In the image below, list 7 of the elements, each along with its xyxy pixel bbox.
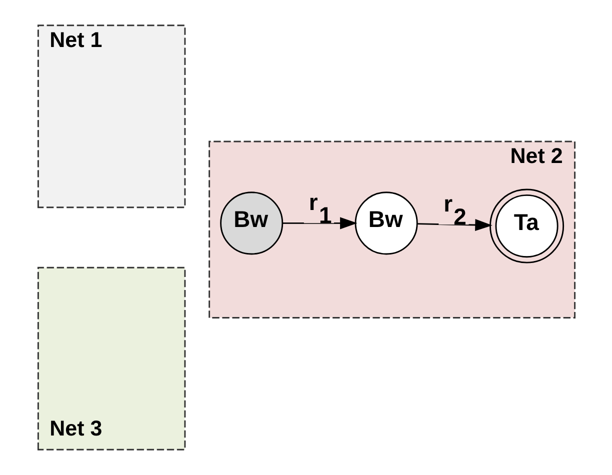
arrow — [417, 218, 492, 232]
node-circle: Bw — [354, 192, 418, 255]
arrow — [282, 217, 357, 230]
node-box: Net 3 — [36, 266, 186, 450]
node-circle: Bw — [220, 192, 283, 255]
node-box: Net 1 — [36, 24, 186, 208]
node-circle: Ta — [489, 188, 564, 264]
